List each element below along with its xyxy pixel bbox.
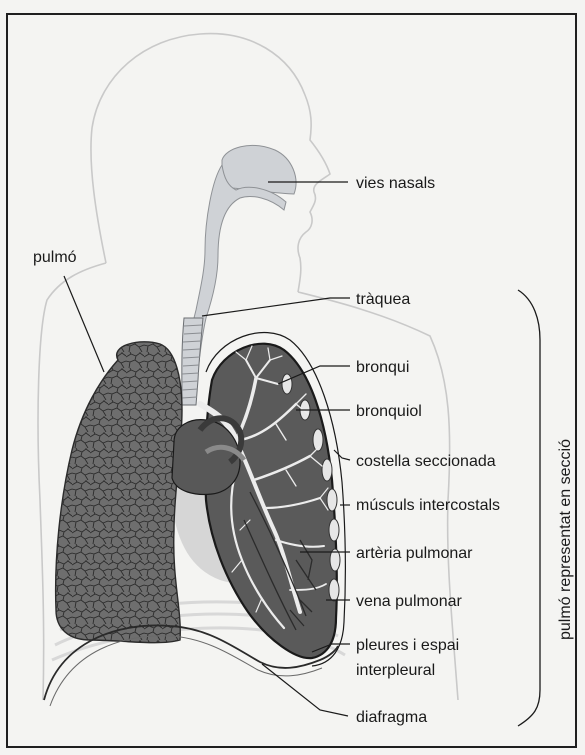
- label-vies-nasals: vies nasals: [356, 175, 435, 192]
- label-arteria-pulmonar: artèria pulmonar: [356, 545, 473, 562]
- label-pleures-line1: pleures i espai: [356, 637, 459, 654]
- label-musculs-intercostals: músculs intercostals: [356, 497, 500, 514]
- label-vena-pulmonar: vena pulmonar: [356, 593, 463, 610]
- label-section-vertical: pulmó representat en secció: [557, 439, 574, 640]
- label-bronqui: bronqui: [356, 359, 409, 376]
- label-costella-seccionada: costella seccionada: [356, 453, 496, 470]
- label-pleures-line2: interpleural: [356, 662, 435, 679]
- label-diafragma: diafragma: [356, 709, 427, 726]
- label-traquea: tràquea: [356, 291, 410, 308]
- label-bronquiol: bronquiol: [356, 403, 422, 420]
- label-pulmo: pulmó: [33, 249, 77, 266]
